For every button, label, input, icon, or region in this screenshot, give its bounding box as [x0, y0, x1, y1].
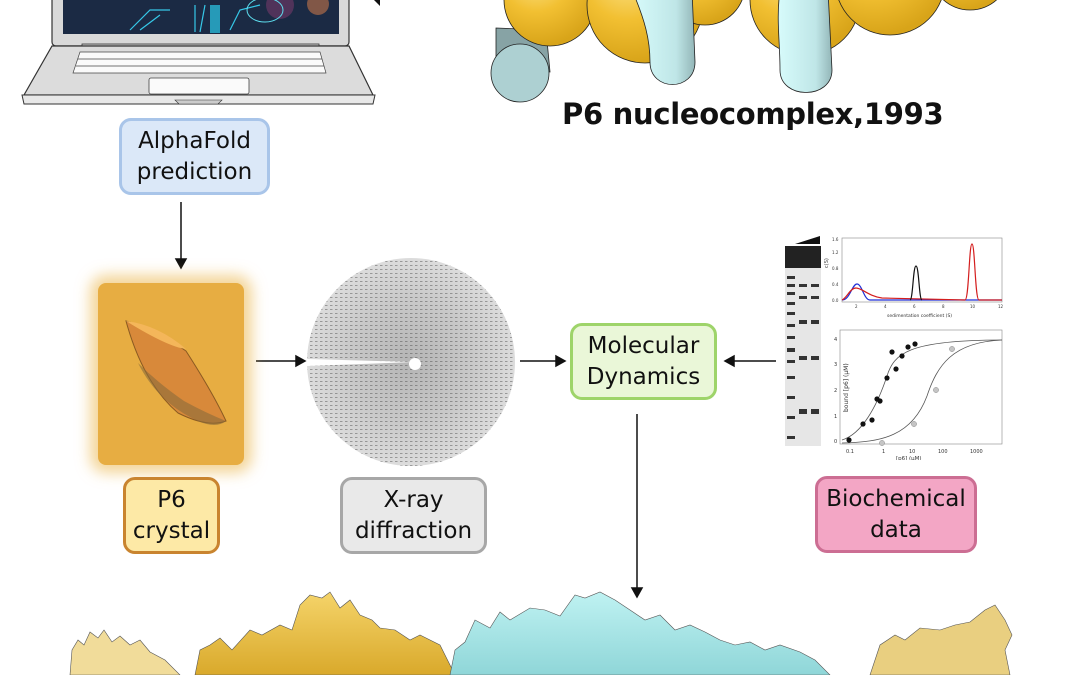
arrow-down-md-to-structure-icon	[630, 414, 644, 599]
biochemical-label: Biochemical	[826, 485, 966, 512]
svg-text:100: 100	[938, 449, 948, 455]
bound-ylabel: bound [p6] (µM)	[843, 363, 850, 412]
xray-diffraction-box: X-ray diffraction	[340, 477, 487, 554]
svg-text:1.6: 1.6	[832, 237, 839, 242]
ai-screen-art-icon	[129, 0, 329, 33]
beamstop-icon	[307, 359, 415, 366]
p6-xlabel: [p6] (µM)	[896, 456, 922, 460]
laptop-illustration	[21, 0, 380, 105]
svg-text:12: 12	[998, 304, 1004, 309]
svg-text:1.2: 1.2	[832, 250, 839, 255]
p6-label: P6	[157, 486, 186, 513]
svg-text:4: 4	[884, 304, 887, 309]
p6-nucleocomplex-cartoon	[490, 0, 998, 103]
alphafold-prediction-box: AlphaFold prediction	[119, 118, 270, 195]
diffraction-label: diffraction	[354, 517, 473, 544]
cs-ylabel: c(S)	[824, 258, 830, 268]
sedimentation-xlabel: sedimentation coefficient (S)	[887, 313, 952, 319]
dynamics-label: Dynamics	[586, 363, 701, 390]
xray-label: X-ray	[383, 486, 444, 513]
crystal-shape-icon	[125, 320, 227, 425]
sedimentation-chart: c(S) 0.0 0.4 0.8 1.2 1.6 2 4 6 8 10 12 sedimentat…	[824, 237, 1004, 319]
alphafold-label: AlphaFold	[138, 127, 251, 154]
gradient-wedge-icon	[795, 236, 820, 244]
p6-crystal-image	[98, 283, 244, 465]
arrow-right-xray-to-md-icon	[520, 354, 567, 368]
svg-text:10: 10	[909, 449, 915, 455]
molecular-label: Molecular	[587, 332, 700, 359]
arrow-left-biochem-to-md-icon	[723, 354, 776, 368]
gel-electrophoresis-image	[785, 236, 821, 446]
svg-text:0.1: 0.1	[846, 449, 854, 455]
svg-text:1: 1	[882, 449, 885, 455]
svg-text:0: 0	[834, 439, 837, 445]
xray-diffraction-pattern	[307, 258, 515, 466]
molecular-dynamics-box: Molecular Dynamics	[570, 323, 717, 400]
svg-text:4: 4	[834, 337, 837, 343]
biochemical-data-box: Biochemical data	[815, 476, 977, 553]
nucleocomplex-title: P6 nucleocomplex,1993	[562, 97, 944, 131]
svg-text:2: 2	[834, 388, 837, 394]
prediction-label: prediction	[136, 158, 253, 185]
svg-text:6: 6	[913, 304, 916, 309]
md-structure-surface	[69, 591, 1013, 675]
svg-text:10: 10	[970, 304, 976, 309]
svg-text:1000: 1000	[970, 449, 983, 455]
arrow-down-alphafold-to-crystal-icon	[174, 202, 188, 270]
svg-text:2: 2	[855, 304, 858, 309]
keyboard-icon	[72, 51, 327, 74]
binding-curve-chart: bound [p6] (µM) 0 1 2 3 4 0.1 1 10 100 1000 [p6]…	[834, 329, 1003, 460]
svg-text:3: 3	[834, 362, 837, 368]
svg-text:8: 8	[942, 304, 945, 309]
svg-text:1: 1	[834, 414, 837, 420]
svg-text:0.4: 0.4	[832, 282, 839, 287]
arrow-right-crystal-to-xray-icon	[256, 354, 307, 368]
svg-text:0.0: 0.0	[832, 298, 839, 303]
data-label: data	[870, 516, 922, 543]
p6-crystal-box: P6 crystal	[123, 477, 220, 554]
svg-text:0.8: 0.8	[832, 266, 839, 271]
trackpad-icon	[148, 77, 250, 95]
crystal-label: crystal	[132, 517, 211, 544]
